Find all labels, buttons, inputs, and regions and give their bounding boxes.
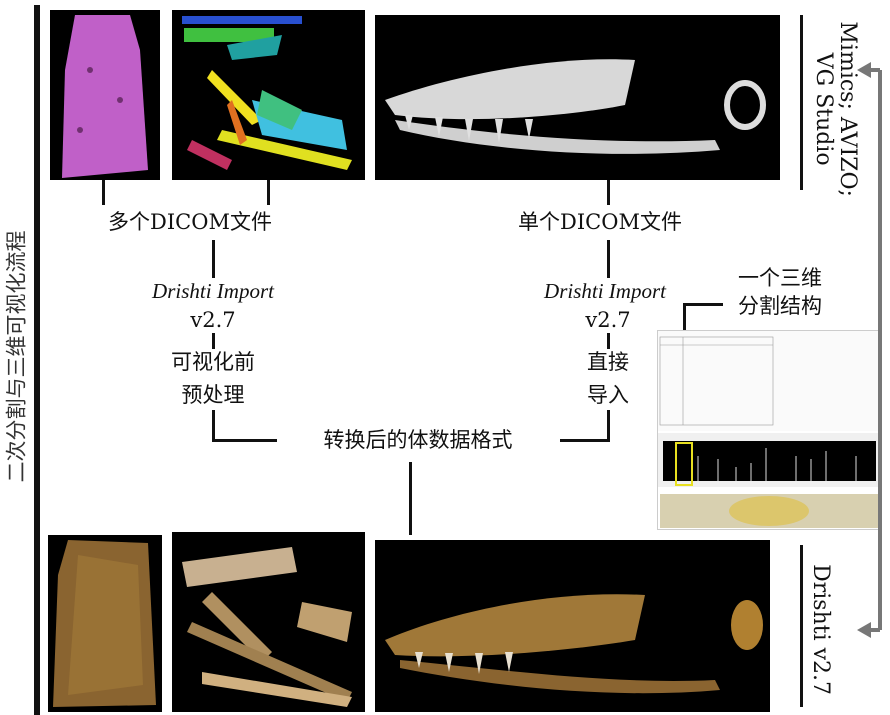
connector [212, 240, 215, 278]
connector [607, 410, 610, 442]
connector [607, 180, 610, 205]
segmented-skull-image [375, 15, 780, 180]
right-version-label: v2.7 [585, 308, 631, 332]
drishti-screenshot-inset [657, 330, 881, 530]
right-step-line2: 导入 [587, 383, 629, 407]
left-input-label: 多个DICOM文件 [108, 210, 272, 234]
connector [560, 439, 610, 442]
double-arrow-icon [857, 62, 882, 638]
top-software-bracket [800, 15, 803, 190]
merge-label: 转换后的体数据格式 [323, 428, 513, 452]
connector [267, 180, 270, 205]
connector [683, 303, 723, 306]
right-input-label: 单个DICOM文件 [518, 210, 682, 234]
left-step-line2: 预处理 [181, 383, 245, 407]
rendered-skull-image [375, 540, 770, 712]
bottom-software-label: Drishti v2.7 [808, 564, 834, 696]
right-step-line1: 直接 [587, 350, 629, 374]
segment-label-line2: 分割结构 [738, 294, 822, 318]
connector [212, 439, 277, 442]
left-version-label: v2.7 [190, 308, 236, 332]
connector [607, 240, 610, 278]
bottom-software-bracket [800, 545, 803, 707]
right-tool-label: Drishti Import [544, 279, 666, 303]
left-step-line1: 可视化前 [171, 350, 255, 374]
segmented-skin-image [50, 10, 160, 180]
connector [102, 180, 105, 205]
connector [212, 410, 215, 442]
segmented-skull-bones-image [172, 10, 365, 180]
left-tool-label: Drishti Import [152, 279, 274, 303]
title-bar [34, 5, 40, 715]
connector [409, 462, 412, 535]
top-software-label: Mimics; AVIZO; VG Studio [811, 21, 861, 197]
connector [607, 333, 610, 349]
connector [212, 333, 215, 349]
segment-label-line1: 一个三维 [738, 266, 822, 290]
diagram-title: 二次分割与三维可视化流程 [4, 230, 29, 483]
rendered-skull-bones-image [172, 532, 365, 712]
rendered-skin-image [48, 535, 162, 712]
